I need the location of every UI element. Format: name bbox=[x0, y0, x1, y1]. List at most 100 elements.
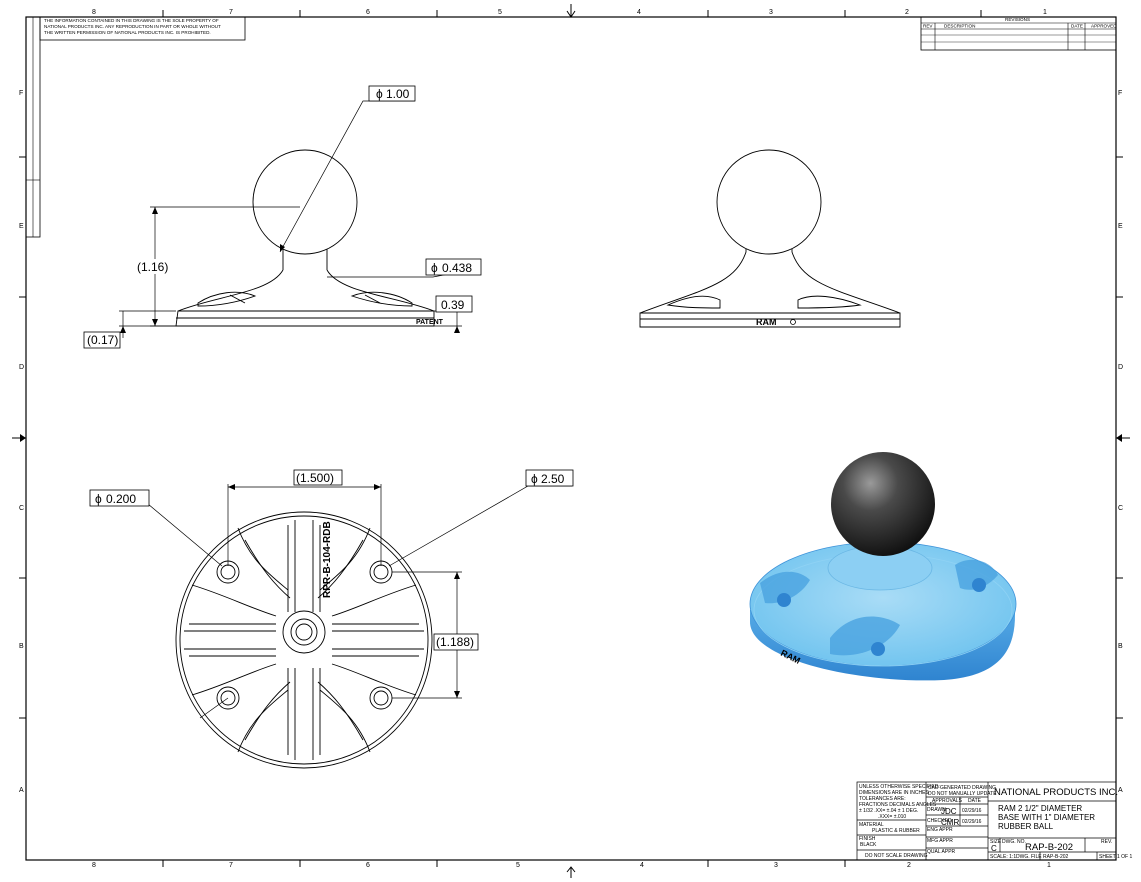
notice-line-1: THE INFORMATION CONTAINED IN THIS DRAWIN… bbox=[44, 18, 219, 23]
zone-col-bottom-2: 2 bbox=[907, 862, 911, 869]
material-label: MATERIAL bbox=[859, 822, 884, 828]
dim-hole-spacing-x: (1.500) bbox=[293, 469, 343, 486]
tolerance-line-3: TOLERANCES ARE: bbox=[859, 796, 906, 802]
zone-col-top-6: 6 bbox=[366, 9, 370, 16]
dim-base-diameter-value: 2.50 bbox=[541, 472, 565, 486]
zone-col-bottom-8: 8 bbox=[92, 862, 96, 869]
drawing-title-2: BASE WITH 1" DIAMETER bbox=[998, 813, 1095, 822]
sheet-border bbox=[12, 4, 1130, 878]
sheet-label: SHEET 1 OF 1 bbox=[1099, 854, 1132, 860]
zone-row-right-E: E bbox=[1118, 223, 1123, 230]
cad-note-2: DO NOT MANUALLY UPDATE bbox=[928, 791, 997, 797]
dwg-file-value: RAP-B-202 bbox=[1043, 854, 1069, 860]
zone-col-top-2: 2 bbox=[905, 9, 909, 16]
rubber-ball bbox=[831, 452, 935, 556]
drawing-title-3: RUBBER BALL bbox=[998, 822, 1054, 831]
zone-row-left-A: A bbox=[19, 787, 24, 794]
dim-hole-diameter-value: 0.200 bbox=[106, 492, 136, 506]
drawn-label: DRAWN bbox=[927, 807, 946, 813]
size-value: C bbox=[991, 844, 997, 853]
dia-symbol: ϕ bbox=[95, 492, 102, 506]
zone-row-left-D: D bbox=[19, 364, 24, 371]
registered-icon bbox=[790, 319, 796, 325]
revisions-title: REVISIONS bbox=[1005, 17, 1030, 22]
part-marking: RPR-B-104-RDB bbox=[322, 521, 333, 598]
zone-row-left-C: C bbox=[19, 505, 24, 512]
approved-col-header: APPROVED bbox=[1091, 24, 1117, 29]
dia-symbol: ϕ bbox=[376, 87, 383, 101]
notice-line-2: NATIONAL PRODUCTS INC. ANY REPRODUCTION … bbox=[44, 24, 221, 29]
isometric-render: RAM bbox=[749, 452, 1017, 681]
dim-ball-diameter: ϕ 1.00 bbox=[368, 85, 416, 102]
dim-hole-spacing-x-value: (1.500) bbox=[296, 471, 334, 485]
tolerance-line-1: UNLESS OTHERWISE SPECIFIED: bbox=[859, 784, 940, 790]
zone-row-right-F: F bbox=[1118, 90, 1122, 97]
no-scale-note: DO NOT SCALE DRAWING bbox=[865, 853, 928, 859]
zone-row-right-B: B bbox=[1118, 643, 1123, 650]
dim-base-edge-value: (0.17) bbox=[87, 333, 118, 347]
dim-base-diameter: ϕ 2.50 bbox=[525, 469, 574, 487]
dim-height-total: (1.16) bbox=[134, 259, 174, 274]
dim-hole-spacing-y: (1.188) bbox=[433, 633, 479, 651]
tolerance-line-2: DIMENSIONS ARE IN INCHES bbox=[859, 790, 929, 796]
zone-col-bottom-7: 7 bbox=[229, 862, 233, 869]
dim-hole-diameter: ϕ 0.200 bbox=[89, 489, 150, 507]
title-block-text: UNLESS OTHERWISE SPECIFIED: DIMENSIONS A… bbox=[859, 784, 1132, 860]
patent-mark: PATENT bbox=[416, 319, 444, 326]
top-view bbox=[175, 511, 433, 769]
dim-base-edge: (0.17) bbox=[83, 331, 121, 349]
qa-label: QUAL APPR bbox=[927, 849, 956, 855]
front-dimensions bbox=[119, 100, 481, 338]
dim-height-total-value: (1.16) bbox=[137, 260, 168, 274]
front-dimension-arrows bbox=[120, 207, 460, 333]
checked-label: CHECKED bbox=[927, 818, 952, 824]
title-block bbox=[856, 781, 1117, 861]
finish-value: BLACK bbox=[860, 842, 877, 848]
zone-row-left-E: E bbox=[19, 223, 24, 230]
company-name: NATIONAL PRODUCTS INC. bbox=[994, 787, 1118, 798]
zone-col-top-4: 4 bbox=[637, 9, 641, 16]
mfg-appr-label: MFG APPR bbox=[927, 838, 953, 844]
size-label: SIZE bbox=[990, 839, 1002, 845]
zone-row-left-B: B bbox=[19, 643, 24, 650]
zone-row-right-C: C bbox=[1118, 505, 1123, 512]
checked-by: CMR bbox=[941, 818, 959, 827]
finish-label: FINISH bbox=[859, 836, 876, 842]
scale-label: SCALE: 1:1 bbox=[990, 854, 1016, 860]
eng-appr-label: ENG APPR bbox=[927, 827, 953, 833]
right-view bbox=[639, 149, 901, 328]
checked-date: 02/29/16 bbox=[962, 819, 982, 825]
cad-note-1: CAD GENERATED DRAWING, bbox=[928, 785, 997, 791]
dim-neck-diameter-value: 0.438 bbox=[442, 261, 472, 275]
zone-col-bottom-3: 3 bbox=[774, 862, 778, 869]
dim-hole-spacing-y-value: (1.188) bbox=[436, 635, 474, 649]
proprietary-notice: THE INFORMATION CONTAINED IN THIS DRAWIN… bbox=[39, 16, 246, 41]
dim-base-height-value: 0.39 bbox=[441, 298, 465, 312]
drawn-date: 02/29/16 bbox=[962, 808, 982, 814]
description-col-header: DESCRIPTION bbox=[944, 24, 975, 29]
dia-symbol: ϕ bbox=[531, 472, 538, 486]
dim-neck-diameter: ϕ 0.438 bbox=[425, 258, 482, 276]
top-dimension-arrows bbox=[228, 484, 460, 698]
zone-col-top-1: 1 bbox=[1043, 9, 1047, 16]
dia-symbol: ϕ bbox=[431, 261, 438, 275]
zone-row-right-A: A bbox=[1118, 787, 1123, 794]
zone-labels: 8 7 6 5 4 3 2 1 8 7 6 5 4 3 2 1 F E D C … bbox=[19, 9, 1123, 869]
dim-ball-diameter-value: 1.00 bbox=[386, 87, 410, 101]
tolerance-line-5: ± 1/32 .XX= ±.04 ± 1 DEG. bbox=[859, 808, 918, 814]
drawing-title-1: RAM 2 1/2" DIAMETER bbox=[998, 804, 1082, 813]
date-col-header: DATE bbox=[1071, 24, 1083, 29]
material-value: PLASTIC & RUBBER bbox=[872, 828, 920, 834]
approvals-label: APPROVALS bbox=[932, 798, 963, 804]
zone-col-bottom-5: 5 bbox=[516, 862, 520, 869]
zone-col-bottom-4: 4 bbox=[640, 862, 644, 869]
front-view bbox=[175, 149, 435, 327]
drawn-by: JDC bbox=[941, 807, 957, 816]
dwg-file-label: DWG. FILE bbox=[1016, 854, 1042, 860]
notice-line-3: THE WRITTEN PERMISSION OF NATIONAL PRODU… bbox=[44, 30, 211, 35]
zone-col-top-7: 7 bbox=[229, 9, 233, 16]
dim-base-height: 0.39 bbox=[435, 295, 473, 313]
brand-mark-side: RAM bbox=[756, 317, 777, 327]
zone-col-bottom-1: 1 bbox=[1047, 862, 1051, 869]
